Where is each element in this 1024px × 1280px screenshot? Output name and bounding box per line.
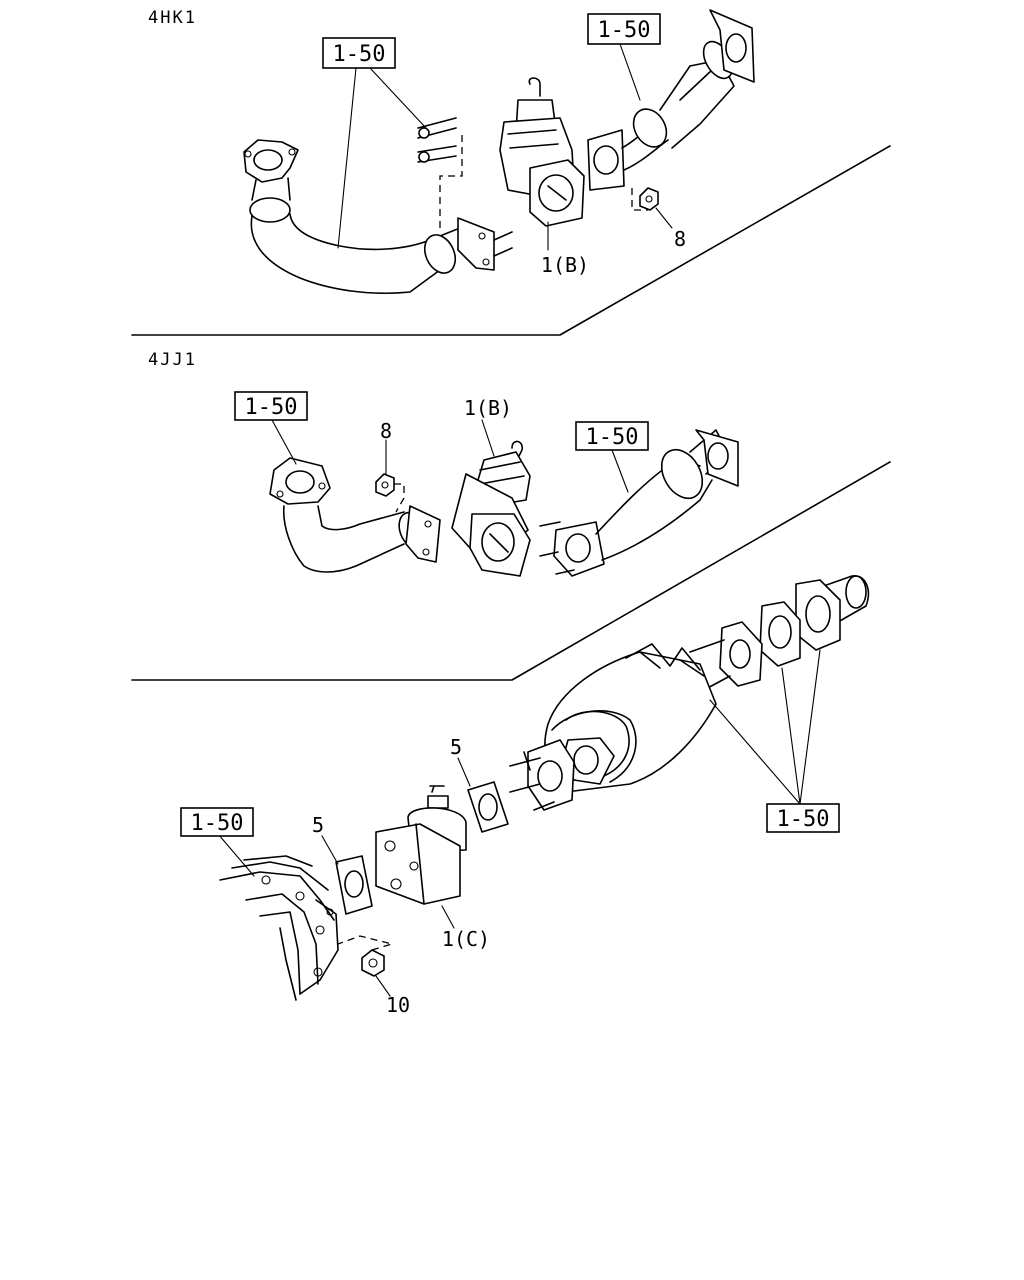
ref-label-r4: 1-50: [586, 425, 639, 450]
callout-mid-1b: 1(B): [464, 396, 512, 420]
section-label-4jj1: 4JJ1: [148, 350, 197, 370]
section-divider-middle: [131, 461, 891, 681]
leader-r4: [611, 449, 629, 493]
ref-label-r2: 1-50: [598, 18, 651, 43]
catalytic-converter-muffler: [544, 643, 717, 793]
ref-label-r1: 1-50: [333, 42, 386, 67]
exhaust-brake-valve-1c: [375, 785, 467, 905]
leader-bottom-5b: [321, 835, 339, 865]
ref-label-r3: 1-50: [245, 395, 298, 420]
section-label-4hk1: 4HK1: [148, 8, 197, 28]
leader-r2: [619, 43, 641, 101]
leader-dashed-top-bolts: [439, 130, 463, 228]
callout-bottom-5a: 5: [450, 735, 462, 759]
exhaust-brake-valve-4jj1: [451, 440, 531, 577]
ref-box-r5: 1-50: [180, 807, 254, 837]
gasket-5-lower: [335, 855, 373, 915]
ref-box-r1: 1-50: [322, 37, 396, 69]
ref-box-r4: 1-50: [575, 421, 649, 451]
leader-r1-bolts: [369, 67, 427, 129]
callout-bottom-5b: 5: [312, 813, 324, 837]
tail-pipe-and-gaskets: [689, 575, 870, 691]
exhaust-manifold-partial: [219, 855, 339, 1001]
nut-10: [361, 949, 385, 977]
leader-bottom-1c: [441, 905, 455, 929]
leader-r6-gasket-b: [799, 649, 821, 805]
leader-r1-pipe: [337, 67, 357, 249]
leader-bottom-5a: [457, 757, 471, 787]
exhaust-brake-valve-4hk1: [499, 77, 585, 227]
leader-dashed-middle-nut: [394, 483, 405, 513]
callout-top-8: 8: [674, 227, 686, 251]
leader-bottom-10: [375, 975, 391, 997]
callout-bottom-1c: 1(C): [442, 927, 490, 951]
front-exhaust-pipe-4jj1: [269, 457, 441, 573]
leader-r5: [217, 833, 255, 877]
rear-exhaust-pipe-4jj1: [539, 429, 739, 577]
stud-bolts-top: [417, 117, 457, 163]
leader-r3: [271, 419, 297, 465]
leader-r6-converter: [709, 699, 801, 805]
nut-top: [639, 187, 659, 211]
leader-mid-1b: [481, 419, 495, 457]
ref-label-r6: 1-50: [777, 807, 830, 832]
gasket-5-upper: [467, 781, 509, 833]
nut-middle: [375, 473, 395, 497]
front-exhaust-pipe-4hk1: [243, 139, 513, 295]
ref-box-r6: 1-50: [766, 803, 840, 833]
converter-flange-studs: [509, 739, 575, 811]
section-divider-top: [131, 145, 891, 336]
ref-box-r3: 1-50: [234, 391, 308, 421]
ref-label-r5: 1-50: [191, 811, 244, 836]
rear-exhaust-pipe-4hk1: [587, 9, 755, 191]
ref-box-r2: 1-50: [587, 13, 661, 45]
leader-dashed-nut-10: [337, 935, 395, 951]
leader-top-8: [655, 207, 673, 229]
callout-bottom-10: 10: [386, 993, 410, 1017]
leader-r6-gasket-a: [781, 667, 801, 805]
callout-mid-8: 8: [380, 419, 392, 443]
callout-top-1b: 1(B): [541, 253, 589, 277]
